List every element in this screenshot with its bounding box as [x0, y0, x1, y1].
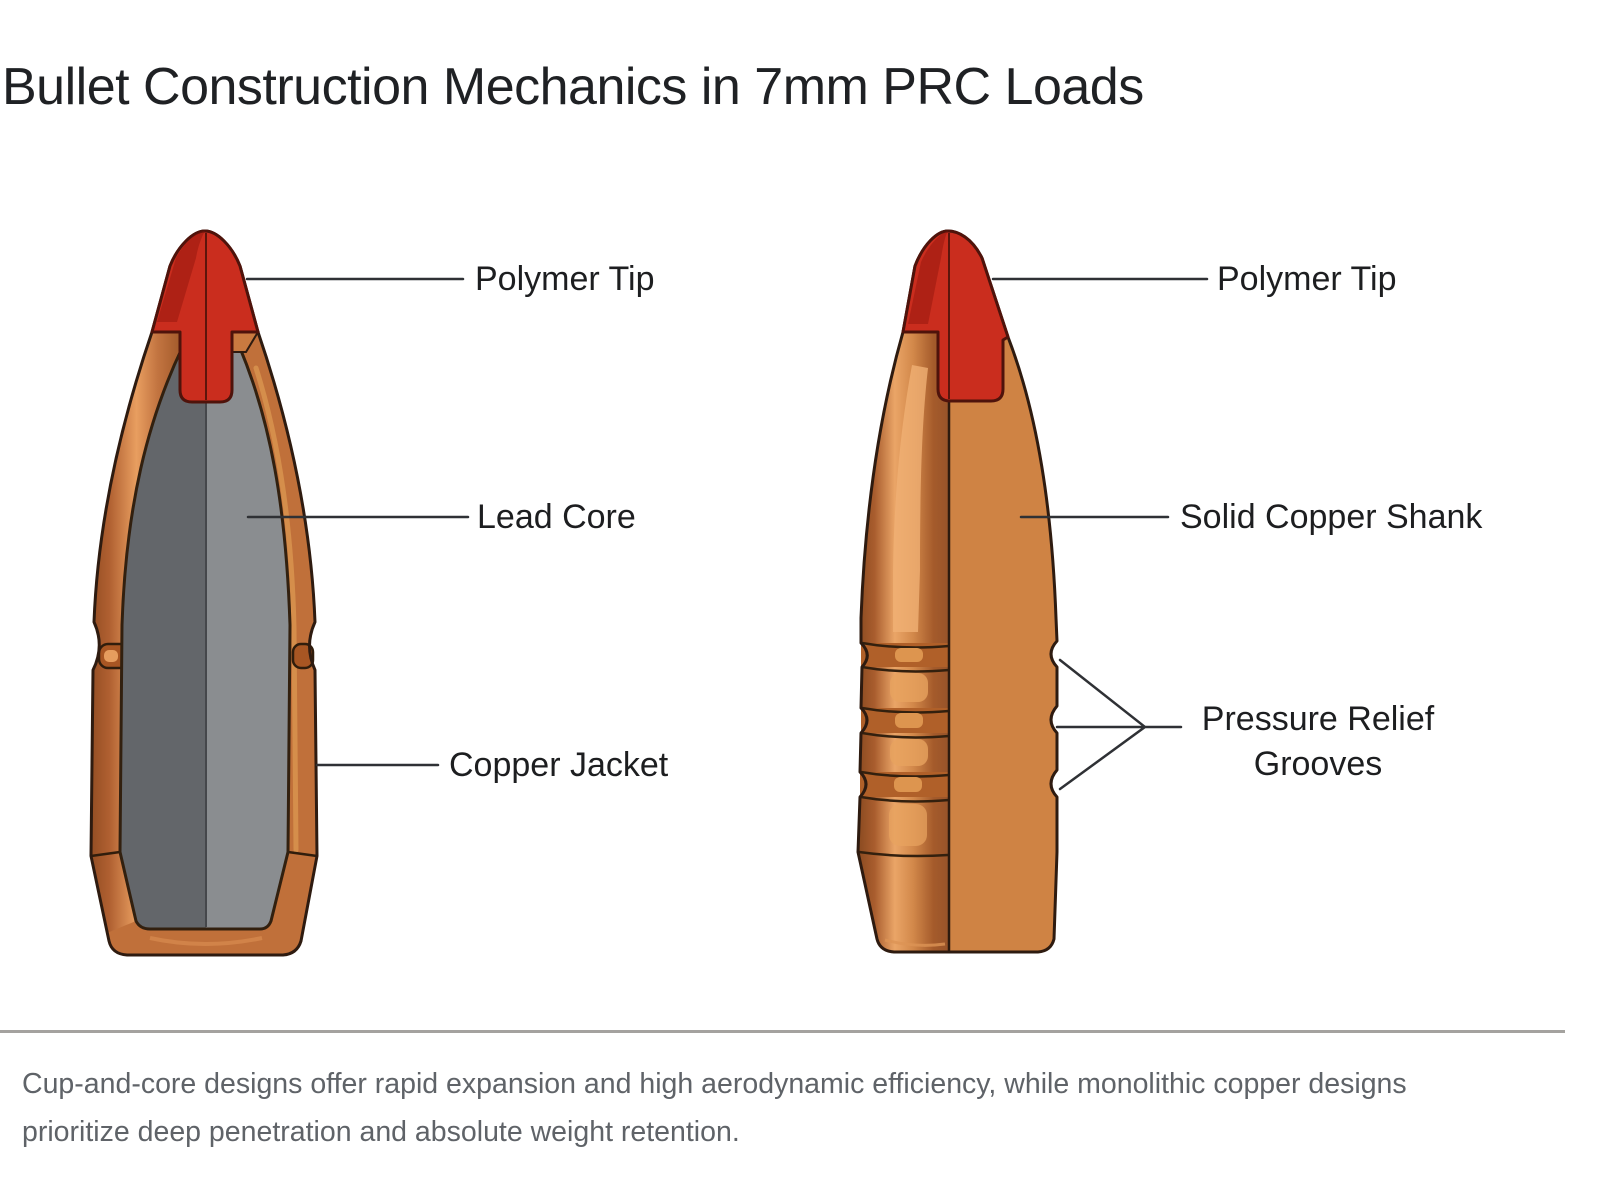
cannelure-right	[291, 642, 315, 670]
caption-line-2: prioritize deep penetration and absolute…	[22, 1116, 740, 1148]
tip-facet-shading	[908, 231, 948, 324]
copper-highlights	[889, 365, 928, 846]
jacket-left-wall-shading	[91, 332, 180, 933]
base-highlight	[884, 938, 946, 947]
tip-facet-shading	[157, 231, 205, 322]
leader-lines	[245, 277, 1209, 791]
label-polymer-tip-left: Polymer Tip	[475, 260, 655, 298]
bullet-outline	[856, 229, 1059, 954]
bullet-outline	[89, 229, 319, 957]
jacket-inner-highlight	[253, 365, 299, 853]
polymer-tip-shape	[901, 229, 1010, 403]
cannelure-left-highlight	[104, 650, 118, 662]
label-pressure-relief-line2: Grooves	[1253, 745, 1383, 783]
boattail-lines	[90, 850, 318, 858]
right-bullet-illustration	[856, 229, 1059, 954]
label-solid-copper-shank: Solid Copper Shank	[1180, 498, 1483, 536]
boattail-line	[858, 850, 949, 858]
label-copper-jacket: Copper Jacket	[449, 746, 669, 784]
label-polymer-tip-right: Polymer Tip	[1217, 260, 1397, 298]
page-title: Bullet Construction Mechanics in 7mm PRC…	[2, 58, 1144, 116]
caption: Cup-and-core designs offer rapid expansi…	[22, 1060, 1407, 1156]
caption-line-1: Cup-and-core designs offer rapid expansi…	[22, 1068, 1407, 1100]
label-lead-core: Lead Core	[477, 498, 636, 536]
pressure-relief-groove-rings	[860, 641, 950, 803]
label-pressure-relief-line1: Pressure Relief	[1201, 700, 1435, 738]
core-outline	[118, 346, 292, 931]
left-bullet-illustration	[89, 229, 319, 957]
figure-bottom-edge	[0, 1030, 1565, 1033]
base-highlight	[149, 936, 263, 946]
leader-pressure-grooves	[1055, 658, 1183, 791]
label-pressure-relief-grooves: Pressure Relief Grooves	[1160, 697, 1476, 787]
